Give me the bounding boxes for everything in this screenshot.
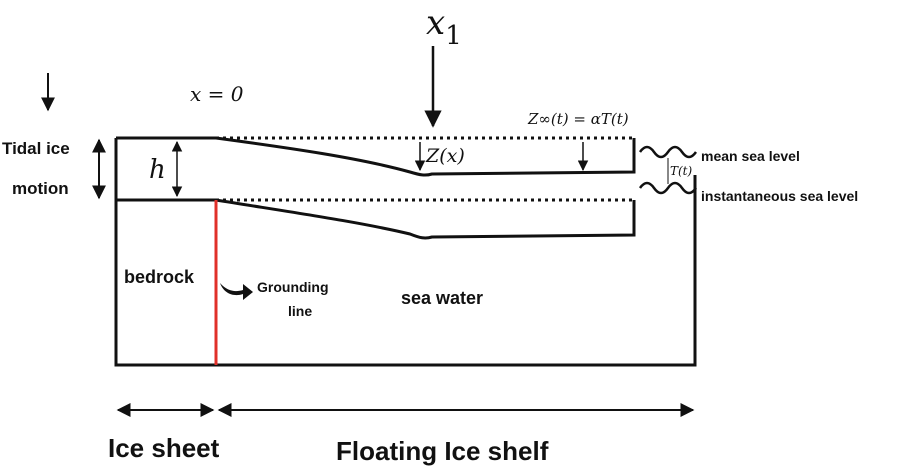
tidal-label-2: motion [12,179,69,198]
instantaneous-sea-wave [638,181,698,195]
domain-box [114,175,697,367]
ice-sheet-label: Ice sheet [108,433,220,463]
zx-label: Z(x) [425,145,465,167]
x1-label: x1 [426,3,462,51]
mean-sea-level-label: mean sea level [701,148,800,164]
tt-label: T(t) [670,164,693,178]
h-label: h [149,155,166,185]
floating-shelf-label: Floating Ice shelf [336,436,549,466]
tidal-label-1: Tidal ice [2,139,70,158]
bedrock-label: bedrock [124,267,195,287]
zinf-label: Z∞(t) = αT(t) [527,110,629,128]
mean-sea-wave [638,145,698,159]
sea-water-label: sea water [401,288,483,308]
x0-label: x = 0 [190,82,244,106]
grounding-label-2: line [288,303,312,319]
shelf-upper-surface [215,136,636,177]
shelf-lower-surface [215,198,636,240]
instantaneous-sea-level-label: instantaneous sea level [701,188,858,204]
grounding-arrow-icon [220,283,253,300]
grounding-label-1: Grounding [257,279,329,295]
